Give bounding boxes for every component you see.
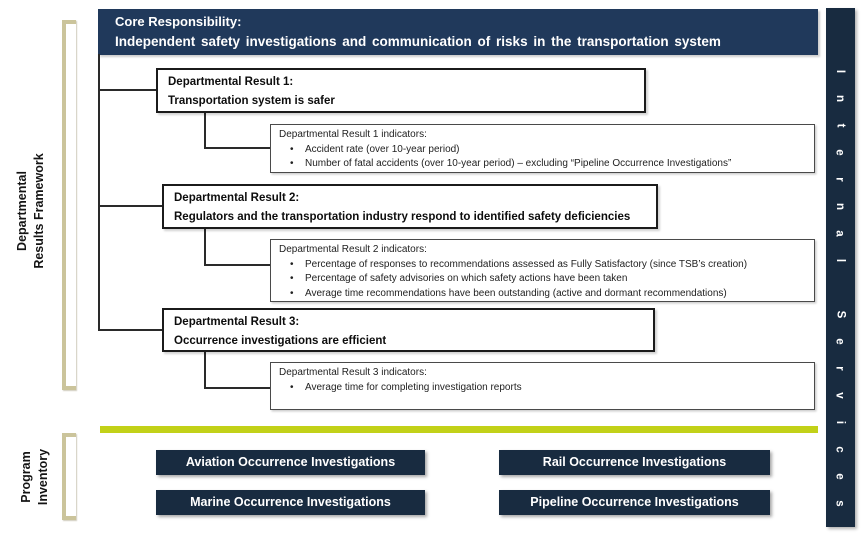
drf-label-line2: Results Framework — [32, 153, 46, 269]
departmental-result-1-box: Departmental Result 1: Transportation sy… — [156, 68, 646, 113]
indicator-connector-2-vertical — [204, 229, 206, 266]
result-3-title: Departmental Result 3: — [174, 316, 300, 328]
result-2-indicators-title: Departmental Result 2 indicators: — [279, 244, 427, 255]
result-3-indicators-title: Departmental Result 3 indicators: — [279, 367, 427, 378]
pi-label-line1: Program — [19, 451, 33, 503]
program-inventory-bracket — [62, 433, 76, 520]
program-box-pipeline: Pipeline Occurrence Investigations — [499, 490, 770, 515]
branch-line-result-1 — [98, 89, 156, 91]
result-3-indicators-box: Departmental Result 3 indicators: Averag… — [270, 362, 815, 410]
branch-line-result-2 — [98, 205, 162, 207]
program-box-aviation: Aviation Occurrence Investigations — [156, 450, 425, 475]
program-box-marine: Marine Occurrence Investigations — [156, 490, 425, 515]
result-3-subtitle: Occurrence investigations are efficient — [174, 335, 387, 347]
departmental-result-2-box: Departmental Result 2: Regulators and th… — [162, 184, 658, 229]
core-responsibility-description: Independent safety investigations and co… — [115, 34, 721, 49]
indicator-connector-3-vertical — [204, 352, 206, 389]
indicator-connector-3-horizontal — [204, 387, 270, 389]
indicator-connector-2-horizontal — [204, 264, 270, 266]
core-responsibility-header: Core Responsibility: Independent safety … — [98, 9, 818, 55]
program-box-rail: Rail Occurrence Investigations — [499, 450, 770, 475]
program-inventory-divider — [100, 426, 818, 433]
result-2-indicator-item: Percentage of responses to recommendatio… — [279, 258, 806, 273]
result-1-indicator-item: Accident rate (over 10-year period) — [279, 143, 806, 158]
program-inventory-label: Program Inventory — [18, 427, 54, 527]
result-2-indicators-box: Departmental Result 2 indicators: Percen… — [270, 239, 815, 302]
result-3-indicator-item: Average time for completing investigatio… — [279, 381, 806, 396]
result-2-indicator-item: Average time recommendations have been o… — [279, 287, 806, 302]
departmental-results-framework-label: Departmental Results Framework — [14, 122, 50, 300]
departmental-result-3-box: Departmental Result 3: Occurrence invest… — [162, 308, 655, 352]
result-1-indicator-item: Number of fatal accidents (over 10-year … — [279, 157, 806, 172]
trunk-connector-line — [98, 54, 100, 331]
indicator-connector-1-vertical — [204, 113, 206, 149]
core-responsibility-title: Core Responsibility: — [115, 14, 242, 29]
indicator-connector-1-horizontal — [204, 147, 270, 149]
branch-line-result-3 — [98, 329, 162, 331]
pi-label-line2: Inventory — [36, 448, 50, 506]
result-2-indicator-item: Percentage of safety advisories on which… — [279, 272, 806, 287]
result-1-subtitle: Transportation system is safer — [168, 95, 335, 107]
result-1-title: Departmental Result 1: — [168, 76, 294, 88]
result-1-indicators-title: Departmental Result 1 indicators: — [279, 129, 427, 140]
result-2-title: Departmental Result 2: — [174, 192, 300, 204]
result-1-indicators-box: Departmental Result 1 indicators: Accide… — [270, 124, 815, 173]
drf-label-line1: Departmental — [15, 171, 29, 251]
drf-bracket — [62, 20, 76, 390]
result-2-subtitle: Regulators and the transportation indust… — [174, 211, 631, 223]
